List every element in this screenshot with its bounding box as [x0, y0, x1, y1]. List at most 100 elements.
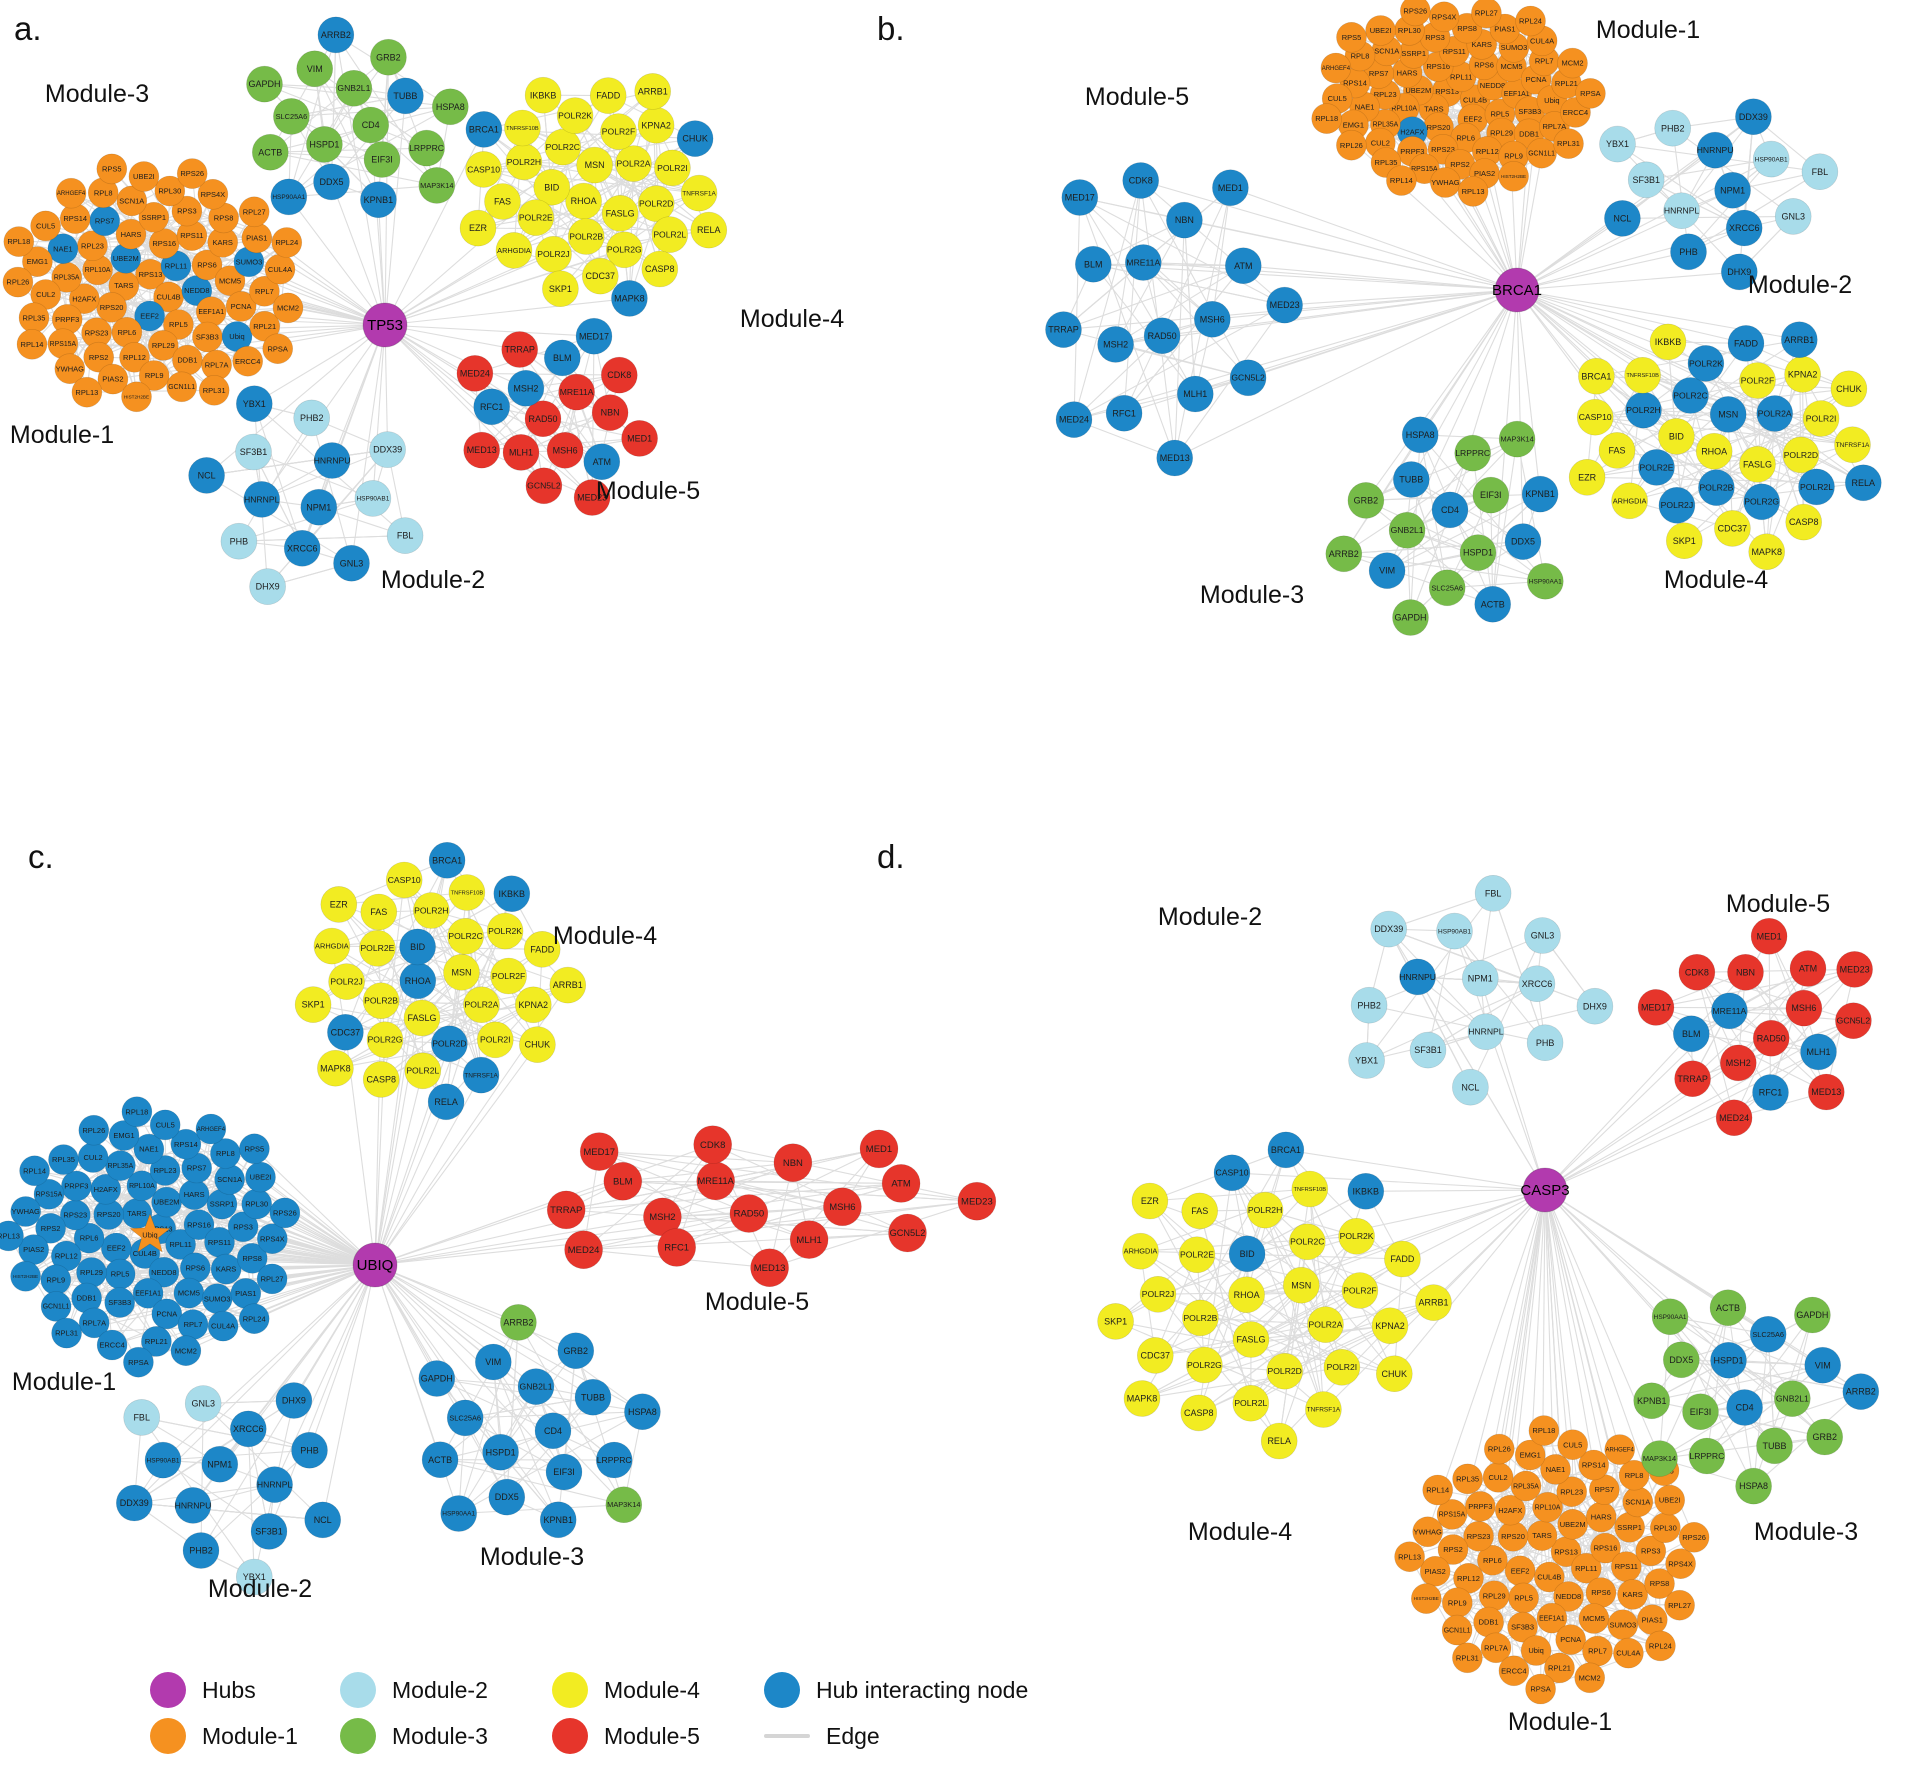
node-shape — [1371, 1307, 1409, 1344]
node-label: NBN — [601, 408, 620, 418]
node-label: POLR2F — [602, 127, 635, 137]
node-shape — [1520, 1635, 1552, 1666]
node-EZR: EZR — [1131, 1182, 1169, 1220]
node-IKBKB: IKBKB — [493, 875, 531, 913]
node-label: TRRAP — [1677, 1074, 1708, 1084]
node-label: FBL — [397, 531, 414, 541]
legend-label: Module-5 — [604, 1722, 700, 1749]
node-label: NBN — [1736, 967, 1755, 977]
node-label: GNL3 — [191, 1399, 215, 1409]
node-label: POLR2B — [364, 996, 398, 1006]
edge — [1115, 265, 1244, 345]
node-shape — [1232, 1321, 1270, 1358]
node-shape — [230, 1410, 267, 1448]
node-shape — [573, 479, 611, 516]
node-label: ACTB — [1716, 1303, 1740, 1313]
node-shape — [556, 97, 594, 134]
node-label: PCNA — [1560, 1635, 1581, 1644]
edge — [1149, 1188, 1310, 1202]
node-RELA: RELA — [1260, 1422, 1298, 1460]
node-label: RPL24 — [243, 1314, 266, 1323]
node-TARS: TARS — [1526, 1520, 1558, 1551]
node-label: POLR2I — [480, 1035, 511, 1045]
node-label: MSH2 — [1103, 339, 1128, 349]
node-shape — [126, 1170, 158, 1202]
node-HSP90AB1: HSP90AB1 — [1752, 140, 1790, 178]
node-MED24: MED24 — [1715, 1099, 1753, 1136]
node-label: RPL12 — [123, 353, 146, 362]
node-MAP3K14: MAP3K14 — [605, 1486, 643, 1523]
node-RPS14: RPS14 — [59, 203, 91, 234]
node-label: CHUK — [682, 134, 708, 144]
node-label: EEF2 — [140, 312, 159, 321]
node-label: LRPPRC — [1689, 1451, 1724, 1461]
node-label: DDX5 — [1511, 537, 1535, 547]
node-label: HIST2H2BE — [1501, 174, 1526, 179]
node-label: RPL8 — [94, 188, 113, 197]
node-shape — [591, 394, 629, 431]
node-shape — [428, 841, 466, 879]
node-MLH1: MLH1 — [502, 434, 540, 471]
node-MED13: MED13 — [750, 1248, 789, 1287]
node-label: CDC37 — [1141, 1350, 1171, 1360]
node-shape — [859, 1129, 899, 1169]
node-POLR2A: POLR2A — [1307, 1306, 1344, 1343]
node-label: RPS23 — [85, 328, 109, 337]
hub-edge — [374, 1101, 447, 1266]
node-label: RPL14 — [1426, 1486, 1449, 1495]
node-DHX9: DHX9 — [1576, 987, 1614, 1025]
node-PCNA: PCNA — [225, 291, 257, 322]
node-shape — [96, 153, 128, 185]
node-shape — [1122, 162, 1159, 199]
node-label: POLR2J — [537, 249, 569, 259]
node-RPS4X: RPS4X — [1428, 1, 1460, 33]
hub-label: BRCA1 — [1492, 282, 1542, 299]
node-POLR2K: POLR2K — [1338, 1218, 1375, 1255]
node-label: RPS8 — [1457, 24, 1477, 33]
node-label: UBE2M — [154, 1198, 180, 1207]
node-MRE11A: MRE11A — [558, 373, 595, 411]
node-shape — [1748, 533, 1785, 571]
node-label: YWHAG — [56, 364, 85, 373]
node-label: FADD — [596, 91, 621, 101]
node-shape — [1484, 1433, 1515, 1465]
node-label: MED13 — [754, 1263, 786, 1274]
node-RPL10A: RPL10A — [1532, 1491, 1563, 1523]
hub-edge — [1516, 289, 1853, 446]
node-label: RPS2 — [1443, 1545, 1463, 1554]
node-shape — [1794, 1296, 1831, 1334]
legend-item-module-4: Module-4 — [552, 1672, 764, 1708]
node-label: RPL35 — [52, 1155, 75, 1164]
node-NPM1: NPM1 — [1714, 172, 1751, 209]
node-POLR2K: POLR2K — [486, 912, 524, 950]
node-RPL18: RPL18 — [121, 1096, 153, 1127]
node-shape — [78, 1114, 110, 1146]
node-shape — [443, 953, 480, 991]
node-shape — [456, 355, 494, 392]
node-MAPK8: MAPK8 — [1748, 533, 1785, 571]
node-label: MED23 — [1270, 300, 1300, 310]
node-RPL31: RPL31 — [198, 374, 230, 406]
node-NPM1: NPM1 — [300, 488, 338, 526]
node-label: FASLG — [407, 1013, 436, 1023]
node-GAPDH: GAPDH — [1794, 1296, 1831, 1334]
node-shape — [1055, 401, 1093, 438]
node-shape — [360, 181, 397, 218]
node-shape — [291, 1431, 328, 1469]
node-POLR2D: POLR2D — [1782, 436, 1820, 474]
node-shape — [1474, 585, 1511, 623]
node-VIM: VIM — [1804, 1346, 1841, 1384]
node-label: YBX1 — [1606, 139, 1629, 149]
node-shape — [1472, 476, 1510, 514]
node-shape — [546, 1190, 586, 1230]
node-label: RPL29 — [1483, 1591, 1506, 1600]
node-label: RPL10A — [85, 267, 111, 274]
node-FASLG: FASLG — [1739, 445, 1776, 483]
node-shape — [504, 109, 541, 147]
node-label: DHX9 — [1727, 267, 1751, 277]
edge — [1469, 935, 1543, 1088]
edge — [458, 1504, 624, 1515]
node-shape — [1125, 244, 1162, 281]
node-RPL9: RPL9 — [138, 360, 170, 391]
node-shape — [273, 98, 310, 135]
